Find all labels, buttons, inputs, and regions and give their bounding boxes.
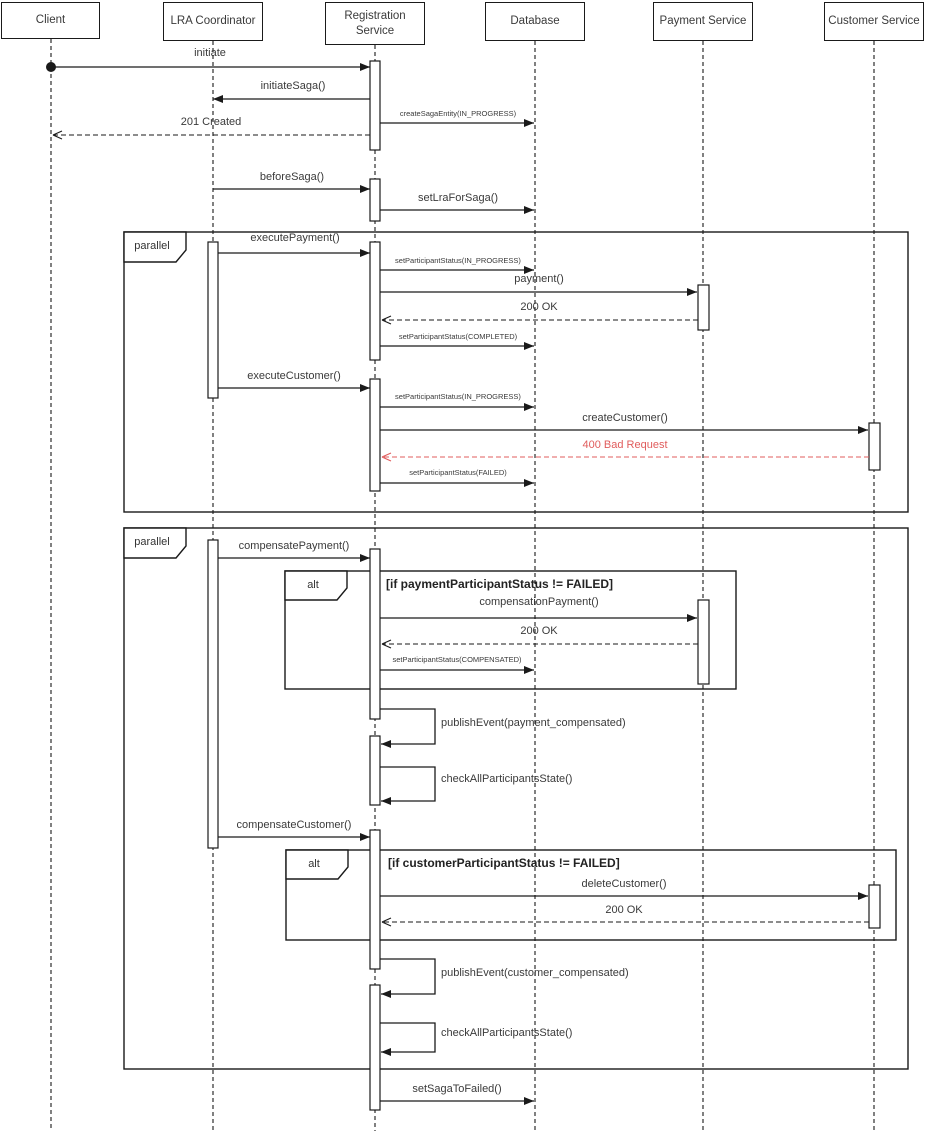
alt-customer-pentagon xyxy=(285,849,349,880)
msg-set-participant-compensated: setParticipantStatus(COMPENSATED) xyxy=(392,655,522,664)
msg-200-ok-compensation: 200 OK xyxy=(520,625,558,637)
fragment-pentagons xyxy=(123,231,349,880)
msg-execute-customer: executeCustomer() xyxy=(247,370,341,382)
msg-execute-payment: executePayment() xyxy=(250,232,340,244)
sync-messages xyxy=(51,63,868,1105)
msg-initiate: initiate xyxy=(194,47,226,59)
msg-create-saga-entity: createSagaEntity(IN_PROGRESS) xyxy=(399,109,517,118)
msg-before-saga: beforeSaga() xyxy=(259,171,325,183)
activation-registration-1 xyxy=(369,60,381,151)
activation-registration-6 xyxy=(369,735,381,806)
parallel-2-pentagon xyxy=(123,527,187,559)
alt-payment-guard: [if paymentParticipantStatus != FAILED] xyxy=(386,577,614,591)
msg-check-all-participants-2: checkAllParticipantsState() xyxy=(441,1027,573,1039)
self-messages xyxy=(380,708,436,1056)
msg-initiate-saga: initiateSaga() xyxy=(260,80,326,92)
participant-registration-service-label: Registration Service xyxy=(344,10,406,37)
msg-delete-customer: deleteCustomer() xyxy=(581,878,667,890)
activation-registration-4 xyxy=(369,378,381,492)
msg-set-saga-to-failed: setSagaToFailed() xyxy=(412,1083,502,1095)
activation-registration-7 xyxy=(369,829,381,970)
msg-400-bad-request: 400 Bad Request xyxy=(582,439,668,451)
alt-customer-guard: [if customerParticipantStatus != FAILED] xyxy=(388,856,620,870)
participant-payment-service-label: Payment Service xyxy=(659,15,747,28)
parallel-2-label: parallel xyxy=(134,536,170,548)
msg-payment: payment() xyxy=(514,273,564,285)
msg-compensate-customer: compensateCustomer() xyxy=(236,819,352,831)
participant-client: Client xyxy=(1,2,100,39)
parallel-1-pentagon xyxy=(123,231,187,263)
msg-set-lra-for-saga: setLraForSaga() xyxy=(417,192,499,204)
activation-payment-1 xyxy=(697,284,710,331)
arrow-check-all-participants-2 xyxy=(380,1022,436,1056)
activation-payment-2 xyxy=(697,599,710,685)
msg-set-participant-in-progress-1: setParticipantStatus(IN_PROGRESS) xyxy=(395,256,521,265)
activation-lra-1 xyxy=(207,241,219,399)
activation-registration-2 xyxy=(369,178,381,222)
activation-lra-2 xyxy=(207,539,219,849)
msg-compensation-payment: compensationPayment() xyxy=(479,596,599,608)
parallel-fragment-1-frame xyxy=(123,231,909,513)
msg-compensate-payment: compensatePayment() xyxy=(238,540,350,552)
return-messages xyxy=(52,130,869,927)
activation-customer-1 xyxy=(868,422,881,471)
msg-check-all-participants-1: checkAllParticipantsState() xyxy=(441,773,573,785)
participant-database-label: Database xyxy=(510,15,560,28)
msg-200-ok-payment: 200 OK xyxy=(520,301,558,313)
parallel-1-label: parallel xyxy=(134,240,170,252)
participant-customer-service: Customer Service xyxy=(824,2,924,41)
alt-fragment-customer-frame xyxy=(285,849,897,941)
msg-set-participant-completed: setParticipantStatus(COMPLETED) xyxy=(398,332,518,341)
parallel-fragment-2-frame xyxy=(123,527,909,1070)
alt-payment-label: alt xyxy=(307,579,319,591)
alt-fragment-payment-frame xyxy=(284,570,737,690)
msg-publish-event-payment: publishEvent(payment_compensated) xyxy=(441,717,626,729)
activation-registration-5 xyxy=(369,548,381,720)
fragment-frames xyxy=(123,231,909,1070)
msg-set-participant-in-progress-2: setParticipantStatus(IN_PROGRESS) xyxy=(395,392,521,401)
participant-customer-service-label: Customer Service xyxy=(828,15,920,28)
msg-publish-event-customer: publishEvent(customer_compensated) xyxy=(441,967,629,979)
participant-payment-service: Payment Service xyxy=(653,2,753,41)
activation-customer-2 xyxy=(868,884,881,929)
arrow-publish-event-customer xyxy=(380,958,436,998)
arrow-publish-event-payment xyxy=(380,708,436,748)
msg-201-created: 201 Created xyxy=(180,116,242,128)
participant-database: Database xyxy=(485,2,585,41)
msg-set-participant-failed: setParticipantStatus(FAILED) xyxy=(409,468,507,477)
msg-200-ok-delete: 200 OK xyxy=(605,904,643,916)
arrow-check-all-participants-1 xyxy=(380,766,436,805)
participant-lra-coordinator-label: LRA Coordinator xyxy=(170,15,256,28)
activation-registration-8 xyxy=(369,984,381,1111)
activation-registration-3 xyxy=(369,241,381,361)
participant-lra-coordinator: LRA Coordinator xyxy=(163,2,263,41)
alt-payment-pentagon xyxy=(284,570,348,601)
msg-create-customer: createCustomer() xyxy=(582,412,668,424)
participant-registration-service: Registration Service xyxy=(325,2,425,45)
participant-client-label: Client xyxy=(35,14,66,27)
activation-bars xyxy=(207,60,881,1111)
alt-customer-label: alt xyxy=(308,858,320,870)
